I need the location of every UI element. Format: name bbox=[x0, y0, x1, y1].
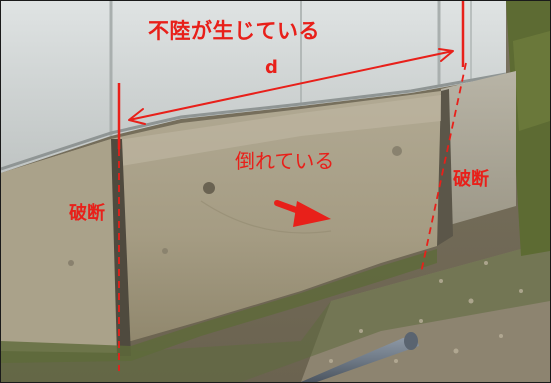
annotation-overlay bbox=[117, 1, 467, 371]
break-label-left: 破断 bbox=[69, 203, 105, 224]
unevenness-label: 不陸が生じている bbox=[148, 19, 320, 43]
tilt-direction-arrow bbox=[274, 200, 331, 227]
tilted-label: 倒れている bbox=[235, 149, 335, 173]
break-label-right: 破断 bbox=[453, 169, 489, 190]
distance-label: d bbox=[265, 57, 278, 78]
